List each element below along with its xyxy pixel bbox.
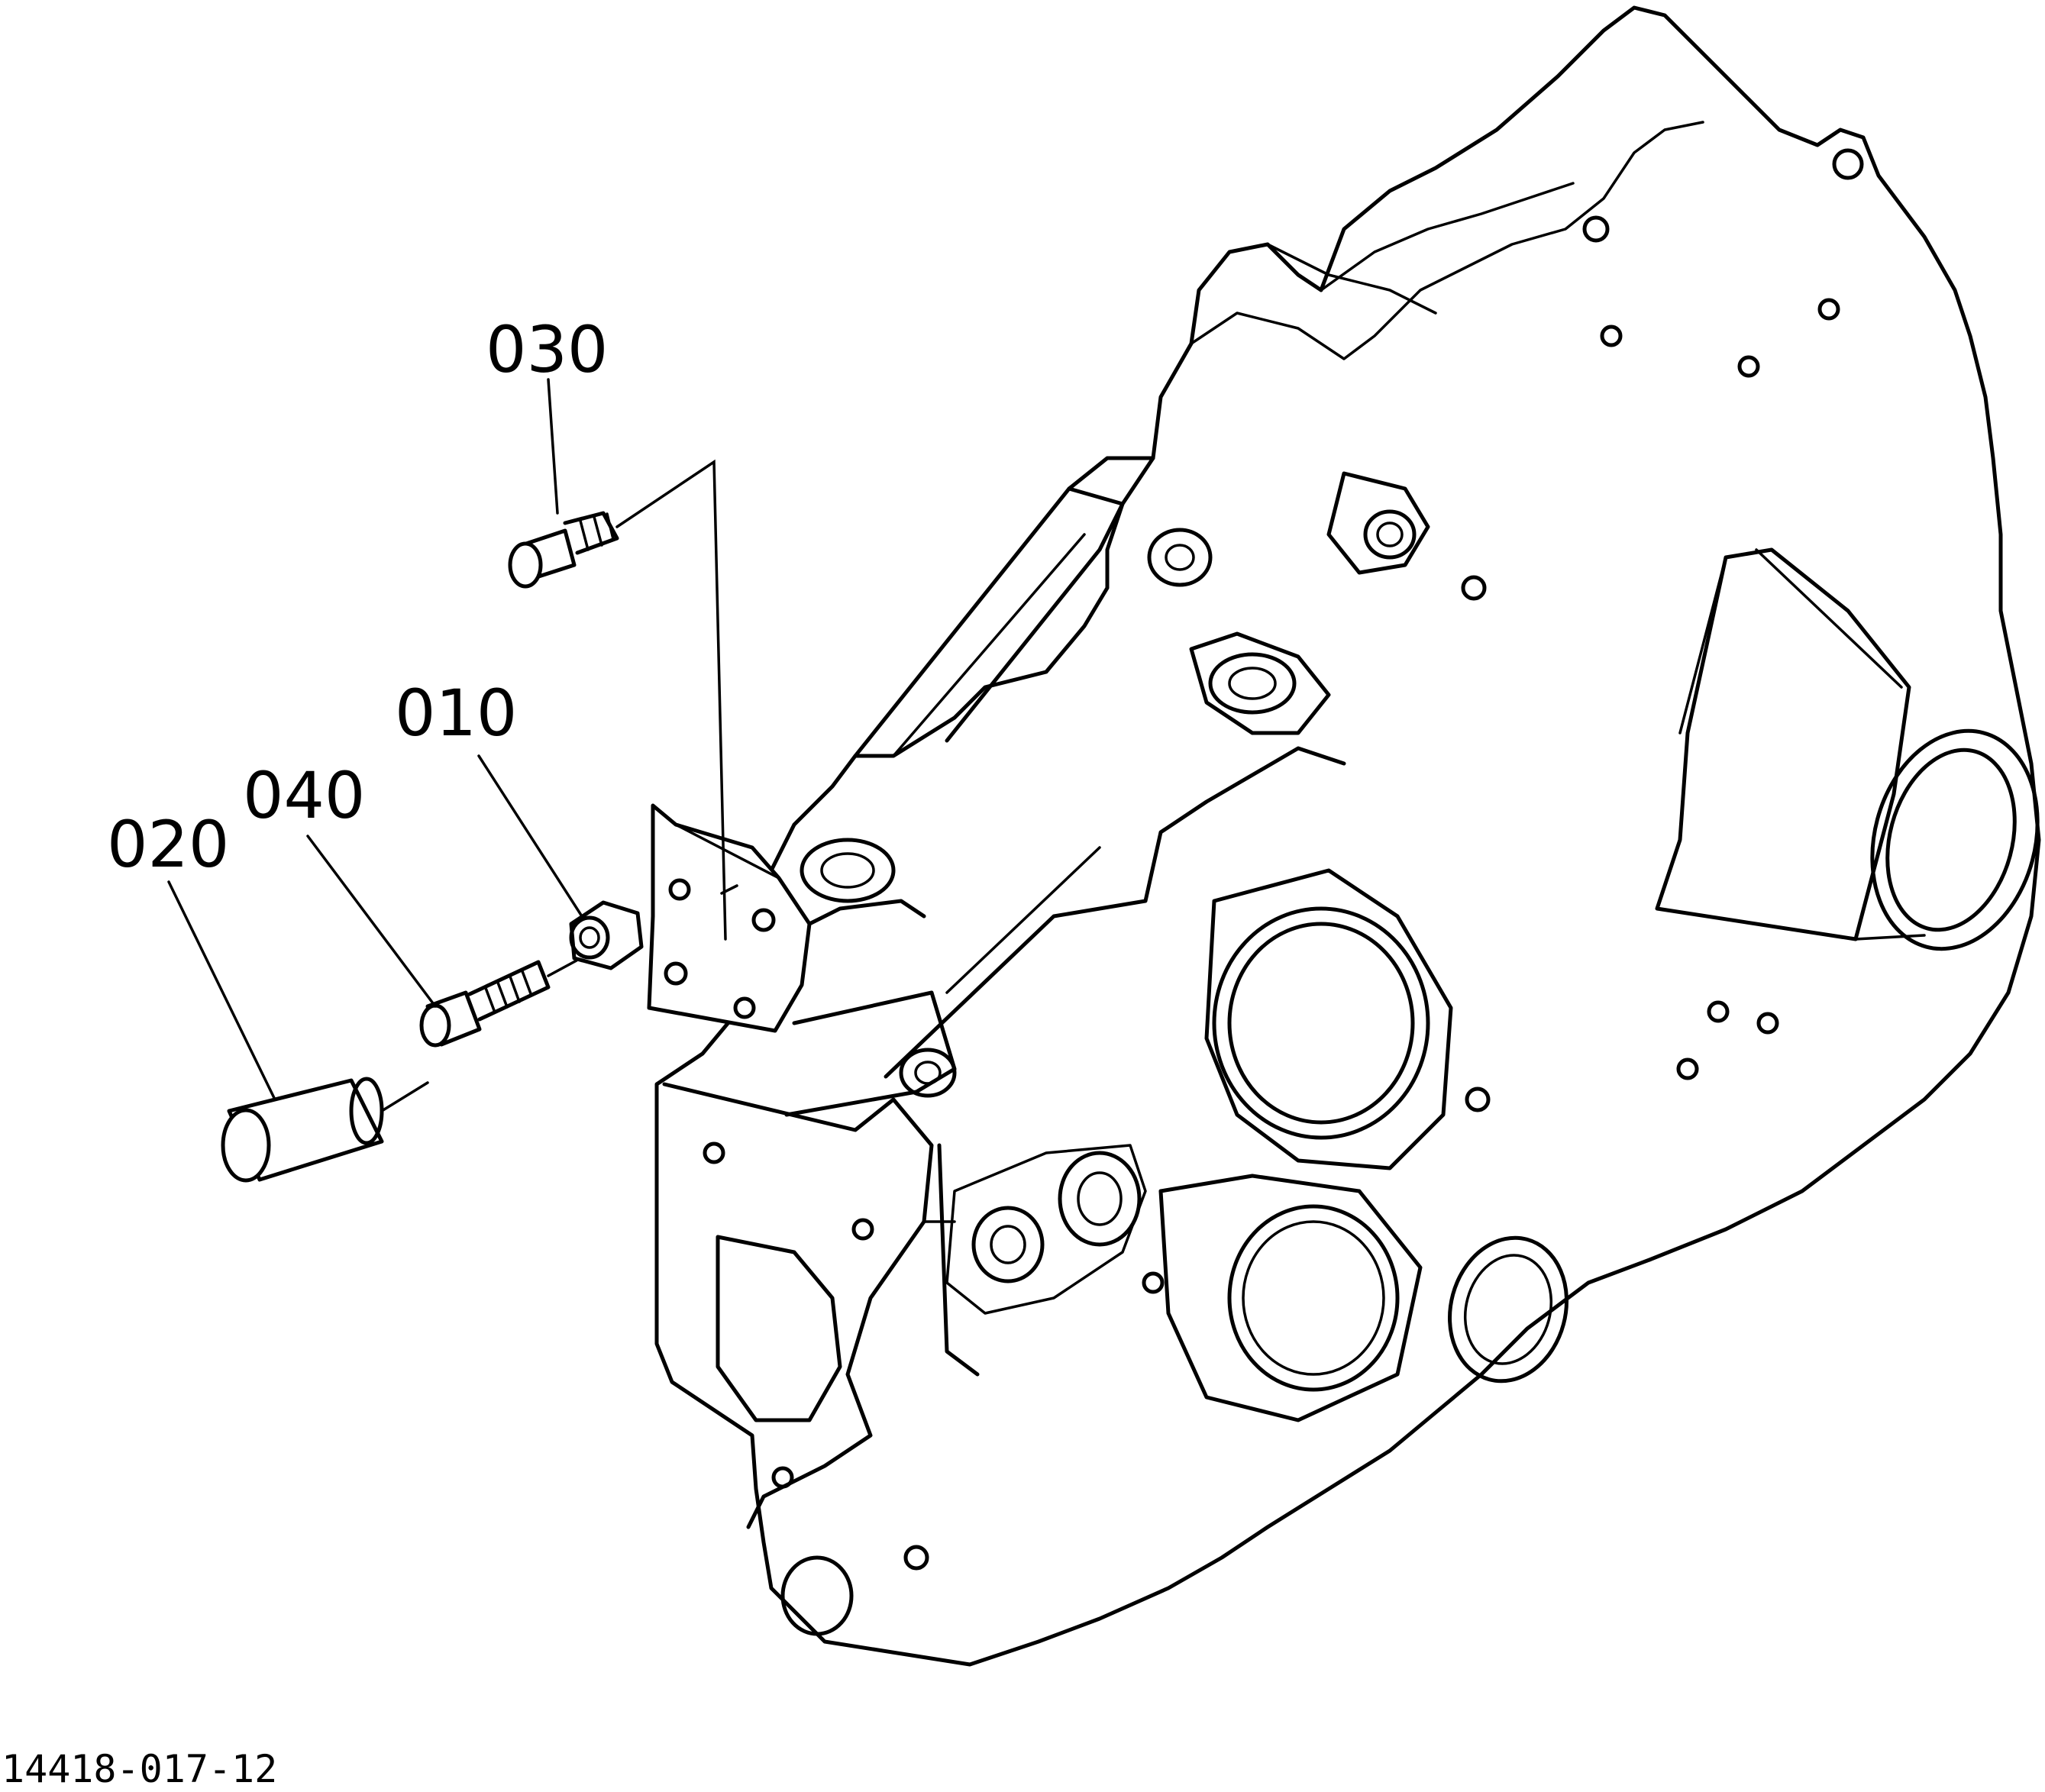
bolt-040 (419, 960, 551, 1048)
gear-case-housing (654, 5, 2041, 1667)
leader-010 (477, 754, 583, 918)
leader-020 (167, 880, 276, 1101)
leader-040 (306, 835, 437, 1008)
callout-020: 020 (107, 807, 229, 882)
callout-030: 030 (486, 312, 608, 387)
nut-010 (569, 900, 644, 970)
figure-number: 14418-017-12 (2, 1747, 277, 1791)
leader-lines (167, 378, 727, 1112)
leader-030 (547, 378, 559, 515)
centerline-040 (547, 959, 578, 977)
callout-010: 010 (395, 676, 517, 751)
callout-labels: 030 010 040 020 (107, 312, 608, 882)
centerline-020 (380, 1081, 429, 1112)
centerline-030 (615, 459, 727, 941)
cap-020 (221, 1077, 384, 1183)
callout-040: 040 (243, 758, 365, 833)
bolt-030 (508, 511, 619, 589)
